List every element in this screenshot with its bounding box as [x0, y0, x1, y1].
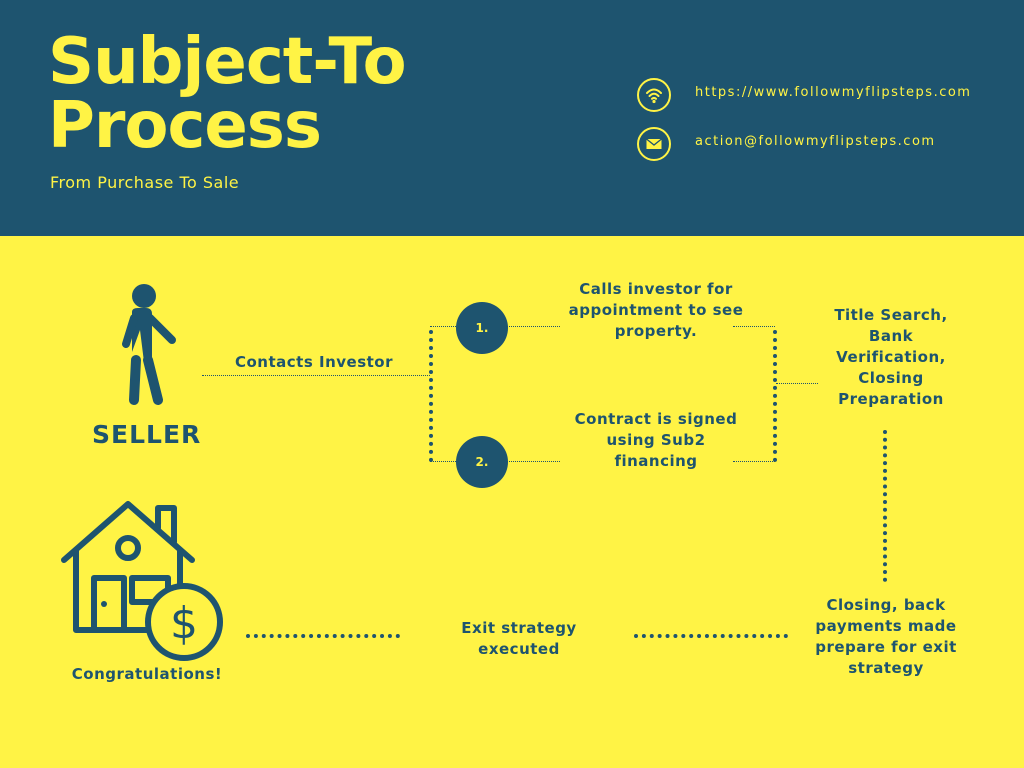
- step-1-badge: 1.: [456, 302, 508, 354]
- title-line-1: Subject-To: [48, 25, 407, 99]
- connector-title-closing: [883, 430, 887, 582]
- email-link[interactable]: action@followmyflipsteps.com: [695, 134, 936, 149]
- bracket-left: [429, 330, 433, 462]
- website-link[interactable]: https://www.followmyflipsteps.com: [695, 85, 972, 100]
- person-walking-icon: [122, 284, 176, 405]
- connector-seller-investor: [202, 375, 430, 376]
- connector-exit-house: [246, 634, 400, 638]
- closing-text: Closing, back payments made prepare for …: [815, 596, 957, 677]
- exit-strategy-text: Exit strategy executed: [461, 619, 577, 658]
- contacts-investor-text: Contacts Investor: [226, 352, 402, 373]
- page-title: Subject-To Process: [48, 25, 407, 163]
- step-2-badge: 2.: [456, 436, 508, 488]
- header-banner: Subject-To Process From Purchase To Sale…: [0, 0, 1024, 236]
- connector-closing-exit: [634, 634, 788, 638]
- page-subtitle: From Purchase To Sale: [50, 173, 240, 192]
- connector-step1-right: [733, 326, 775, 327]
- congratulations-text: Congratulations!: [71, 665, 223, 683]
- connector-title-search: [776, 383, 818, 384]
- svg-text:$: $: [170, 598, 198, 649]
- wifi-icon: [637, 78, 671, 112]
- title-search-text: Title Search, Bank Verification, Closing…: [834, 306, 948, 408]
- title-line-2: Process: [48, 89, 322, 163]
- step-2-text: Contract is signed using Sub2 financing: [574, 410, 738, 470]
- seller-label: SELLER: [92, 420, 202, 449]
- step-1-text: Calls investor for appointment to see pr…: [568, 280, 744, 340]
- envelope-icon: [637, 127, 671, 161]
- connector-step2-right: [733, 461, 775, 462]
- house-dollar-icon: $: [61, 501, 223, 661]
- bracket-right: [773, 330, 777, 462]
